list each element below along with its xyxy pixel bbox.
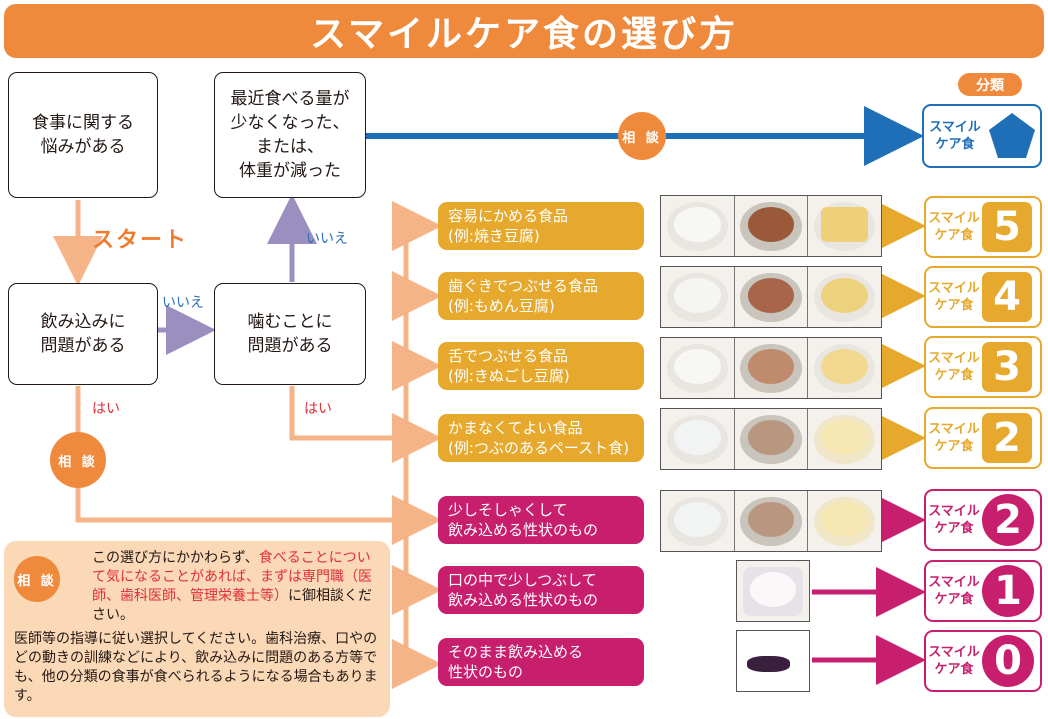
badge-title: スマイル ケア食	[928, 504, 980, 536]
note-text-plain: この選び方にかかわらず、	[92, 550, 259, 566]
badge-yellow-3: スマイル ケア食 3	[924, 336, 1042, 398]
food-label-m1: 口の中で少しつぶして 飲み込める性状のもの	[438, 566, 644, 614]
category-tag: 分類	[958, 73, 1022, 96]
question-worry: 食事に関する 悩みがある	[8, 72, 158, 198]
note-text-end: に御相談ください。	[92, 588, 372, 623]
badge-title: スマイル ケア食	[928, 575, 980, 607]
food-label-4: 歯ぐきでつぶせる食品 (例:もめん豆腐)	[438, 272, 644, 320]
badge-title: スマイル ケア食	[929, 120, 981, 152]
arrow-q4-yes	[289, 386, 404, 441]
paste-dish-photo	[734, 491, 809, 551]
photo-strip-5	[660, 195, 882, 257]
consult-circle-note: 相 談	[14, 556, 60, 602]
scrambled-photo	[808, 338, 882, 398]
rice-porridge-photo	[661, 196, 735, 256]
food-label-m0: そのまま飲み込める 性状のもの	[438, 638, 644, 686]
paste-porridge-photo	[661, 491, 735, 551]
food-label-2: かまなくてよい食品 (例:つぶのあるペースト食)	[438, 414, 644, 462]
photo-strip-m2	[660, 490, 882, 552]
note-paragraph-1: この選び方にかかわらず、食べることについて気になることがあれば、まずは専門職（医…	[92, 549, 382, 625]
badge-magenta-2: スマイル ケア食 2	[924, 489, 1042, 551]
badge-title: スマイル ケア食	[928, 422, 980, 454]
question-swallowing: 飲み込みに 問題がある	[8, 283, 158, 385]
page-title: スマイルケア食の選び方	[4, 4, 1044, 58]
badge-code: 1	[982, 565, 1034, 617]
badge-code: 3	[982, 342, 1032, 392]
consult-circle-blue-path: 相 談	[618, 112, 666, 160]
badge-title: スマイル ケア食	[928, 281, 980, 313]
food-label-m2: 少しそしゃくして 飲み込める性状のもの	[438, 496, 644, 544]
note-paragraph-2: 医師等の指導に従い選択してください。歯科治療、口やのどの動きの訓練などにより、飲…	[14, 631, 378, 704]
badge-magenta-1: スマイル ケア食 1	[924, 560, 1042, 622]
photo-strip-m1	[736, 560, 810, 622]
badge-code: 5	[982, 202, 1032, 252]
simmered-dish-photo	[734, 196, 809, 256]
custard-photo	[808, 491, 882, 551]
pentagon-icon	[989, 113, 1035, 158]
badge-smile-care-blue: スマイル ケア食	[922, 104, 1042, 168]
paste-dish-photo	[734, 409, 809, 469]
no-label-chew: いいえ	[306, 231, 348, 247]
badge-code: 2	[982, 413, 1032, 463]
simmered-dish-photo	[734, 267, 809, 327]
arrow-q3-yes	[75, 386, 442, 545]
rice-porridge-photo	[661, 267, 735, 327]
badge-magenta-0: スマイル ケア食 0	[924, 630, 1042, 692]
photo-strip-2	[660, 408, 882, 470]
badge-yellow-4: スマイル ケア食 4	[924, 266, 1042, 328]
question-chewing: 噛むことに 問題がある	[214, 283, 366, 385]
badge-title: スマイル ケア食	[928, 351, 980, 383]
photo-strip-3	[660, 337, 882, 399]
badge-code: 2	[982, 494, 1034, 546]
custard-photo	[808, 409, 882, 469]
photo-strip-4	[660, 266, 882, 328]
badge-code: 0	[982, 635, 1034, 687]
consult-note-box	[4, 541, 390, 717]
food-label-5: 容易にかめる食品 (例:焼き豆腐)	[438, 202, 644, 250]
minced-dish-photo	[734, 338, 809, 398]
jelly-spoon-photo	[737, 631, 809, 691]
badge-title: スマイル ケア食	[928, 211, 980, 243]
photo-strip-m0	[736, 630, 810, 692]
omelette-photo	[808, 267, 882, 327]
consult-circle-swallow: 相 談	[50, 432, 106, 488]
no-label-swallow: いいえ	[162, 295, 204, 311]
jelly-photo	[737, 561, 809, 621]
yes-label-chew: はい	[304, 401, 332, 417]
rice-porridge-photo	[661, 338, 735, 398]
note-text-highlight: 食べることについて気になることがあれば、まずは専門職（医師、歯科医師、管理栄養士…	[92, 550, 372, 604]
badge-code: 4	[982, 272, 1032, 322]
yes-label-swallow: はい	[92, 401, 120, 417]
question-eating-less: 最近食べる量が 少なくなった、 または、 体重が減った	[214, 72, 366, 198]
start-label: スタート	[92, 228, 189, 253]
grilled-tofu-photo	[808, 196, 882, 256]
badge-yellow-5: スマイル ケア食 5	[924, 196, 1042, 258]
food-label-3: 舌でつぶせる食品 (例:きぬごし豆腐)	[438, 342, 644, 390]
badge-title: スマイル ケア食	[928, 645, 980, 677]
paste-porridge-photo	[661, 409, 735, 469]
badge-yellow-2: スマイル ケア食 2	[924, 407, 1042, 469]
